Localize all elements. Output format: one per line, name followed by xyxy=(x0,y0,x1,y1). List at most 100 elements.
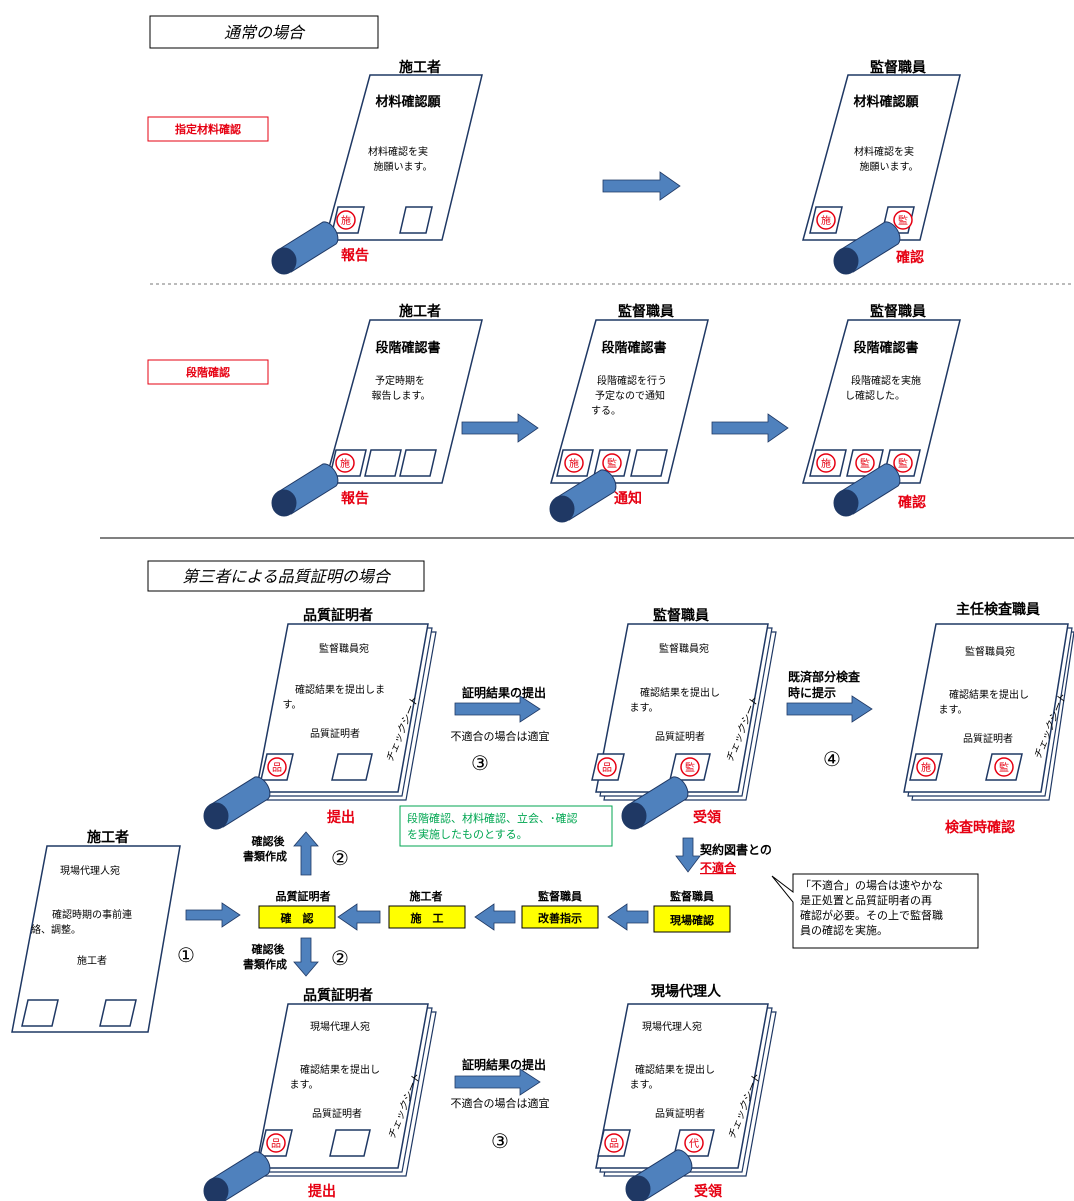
svg-text:契約図書との: 契約図書との xyxy=(699,842,772,857)
svg-text:施工者: 施工者 xyxy=(410,889,443,903)
svg-text:受領: 受領 xyxy=(694,1183,723,1200)
svg-text:監: 監 xyxy=(898,214,908,227)
green-note: 段階確認、材料確認、立会、･確認 を実施したものとする。 xyxy=(399,805,613,847)
svg-text:提出: 提出 xyxy=(308,1183,336,1200)
stamp-icon xyxy=(816,210,836,230)
arrow-submit-top: 証明結果の提出 不適合の場合は適宜 ③ xyxy=(451,685,550,775)
stamp-icon xyxy=(994,757,1014,777)
svg-text:材料確認願: 材料確認願 xyxy=(853,94,919,110)
svg-text:絡、調整。: 絡、調整。 xyxy=(31,923,81,936)
arrow-down-nonconform: 契約図書との 不適合 xyxy=(675,837,772,875)
svg-text:段階確認書: 段階確認書 xyxy=(375,340,440,356)
svg-text:材料確認を実: 材料確認を実 xyxy=(368,145,428,158)
stamp-icon xyxy=(602,453,622,473)
svg-text:する。: する。 xyxy=(591,405,621,417)
svg-text:監督職員宛: 監督職員宛 xyxy=(965,645,1015,658)
svg-text:③: ③ xyxy=(491,1129,509,1153)
svg-text:不適合の場合は適宜: 不適合の場合は適宜 xyxy=(451,1096,550,1110)
stamp-icon xyxy=(855,453,875,473)
svg-text:監督職員: 監督職員 xyxy=(653,607,709,624)
stage-doc-supervisor-confirm: 監督職員 段階確認書 段階確認を実施 し確認した。 施 監 監 確認 xyxy=(802,303,961,517)
stage-doc-contractor: 施工者 段階確認書 予定時期を 報告します。 施 報告 xyxy=(271,303,483,517)
svg-text:改善指示: 改善指示 xyxy=(538,911,582,925)
svg-text:報告: 報告 xyxy=(341,247,369,264)
svg-text:確認結果を提出し: 確認結果を提出し xyxy=(635,1063,715,1076)
arrow-right-icon xyxy=(461,413,539,443)
stamp-icon xyxy=(266,1133,286,1153)
arrow-right-icon xyxy=(602,171,681,201)
svg-text:ます。: ます。 xyxy=(290,1079,319,1091)
section-title-box xyxy=(147,560,425,592)
arrow-right-icon xyxy=(185,902,241,928)
svg-text:材料確認を実: 材料確認を実 xyxy=(854,145,914,158)
stamp-icon xyxy=(335,453,355,473)
svg-text:施: 施 xyxy=(821,457,831,470)
material-label: 指定材料確認 xyxy=(175,122,241,136)
svg-text:予定時期を: 予定時期を xyxy=(375,374,425,387)
svg-text:証明結果の提出: 証明結果の提出 xyxy=(462,1057,546,1072)
svg-text:確認: 確認 xyxy=(896,249,924,266)
svg-text:確認結果を提出し: 確認結果を提出し xyxy=(640,686,720,699)
doc-qc-top: 品質証明者 監督職員宛 確認結果を提出しま す。 品質証明者 チェックシート 品… xyxy=(203,607,437,830)
svg-text:証明結果の提出: 証明結果の提出 xyxy=(462,685,546,700)
arrow-submit-bottom: 証明結果の提出 不適合の場合は適宜 ③ xyxy=(451,1057,550,1153)
svg-text:す。: す。 xyxy=(283,699,302,711)
svg-text:確 認: 確 認 xyxy=(281,911,314,925)
svg-text:既済部分検査: 既済部分検査 xyxy=(788,669,861,684)
stage-doc-supervisor-notify: 監督職員 段階確認書 段階確認を行う 予定なので通知 する。 施 監 通知 xyxy=(549,303,709,523)
box-improve: 監督職員 改善指示 xyxy=(521,889,599,929)
svg-text:②: ② xyxy=(331,946,349,970)
arrow-up-create-docs: 確認後 書類作成 ② xyxy=(243,831,349,876)
step-1-number: ① xyxy=(177,943,195,967)
svg-text:品質証明者: 品質証明者 xyxy=(655,730,705,743)
svg-text:監: 監 xyxy=(860,457,870,470)
svg-text:ます。: ます。 xyxy=(630,702,659,714)
material-doc-supervisor: 監督職員 材料確認願 材料確認を実 施願います。 施 監 確認 xyxy=(802,59,961,275)
arrow-exam: 既済部分検査 時に提示 ④ xyxy=(786,669,873,771)
svg-text:監督職員宛: 監督職員宛 xyxy=(319,642,369,655)
arrow-left-icon xyxy=(607,903,649,931)
stamp-icon xyxy=(816,453,836,473)
svg-text:④: ④ xyxy=(823,747,841,771)
svg-text:施 工: 施 工 xyxy=(411,911,444,925)
svg-text:確認結果を提出し: 確認結果を提出し xyxy=(949,688,1029,701)
svg-text:不適合: 不適合 xyxy=(700,860,737,875)
svg-text:ます。: ます。 xyxy=(630,1079,659,1091)
svg-text:品質証明者: 品質証明者 xyxy=(655,1107,705,1120)
svg-text:品質証明者: 品質証明者 xyxy=(303,607,373,624)
svg-text:報告: 報告 xyxy=(341,490,369,507)
doc-qc-bottom: 品質証明者 現場代理人宛 確認結果を提出し ます。 品質証明者 チェックシート … xyxy=(203,987,437,1201)
svg-text:確認時期の事前連: 確認時期の事前連 xyxy=(52,908,132,921)
stamp-icon xyxy=(684,1133,704,1153)
svg-text:施工者: 施工者 xyxy=(87,829,129,846)
svg-text:監督職員: 監督職員 xyxy=(870,59,926,76)
svg-text:段階確認を実施: 段階確認を実施 xyxy=(851,374,921,387)
svg-text:不適合の場合は適宜: 不適合の場合は適宜 xyxy=(451,729,550,743)
svg-text:監督職員: 監督職員 xyxy=(618,303,674,320)
material-label-box xyxy=(147,116,269,142)
svg-text:品質証明者: 品質証明者 xyxy=(310,727,360,740)
svg-text:段階確認、材料確認、立会、･確認: 段階確認、材料確認、立会、･確認 xyxy=(407,811,578,825)
svg-text:受領: 受領 xyxy=(693,809,722,826)
svg-text:代: 代 xyxy=(689,1138,699,1150)
svg-text:「不適合」の場合は速やかな: 「不適合」の場合は速やかな xyxy=(800,878,943,892)
stamp-icon xyxy=(916,757,936,777)
box-construct: 施工者 施 工 xyxy=(388,889,466,929)
svg-text:員の確認を実施。: 員の確認を実施。 xyxy=(800,923,888,937)
stage-label: 段階確認 xyxy=(186,365,230,379)
svg-text:品: 品 xyxy=(272,762,282,774)
svg-text:施願います。: 施願います。 xyxy=(860,160,919,173)
section-title-box xyxy=(149,15,379,49)
doc-site-representative: 現場代理人 現場代理人宛 確認結果を提出し ます。 品質証明者 チェックシート … xyxy=(595,983,777,1201)
svg-text:現場代理人宛: 現場代理人宛 xyxy=(60,864,120,877)
svg-text:段階確認を行う: 段階確認を行う xyxy=(597,374,667,387)
svg-text:施: 施 xyxy=(921,761,931,774)
material-doc-contractor: 施工者 材料確認願 材料確認を実 施願います。 施 報告 xyxy=(271,59,483,275)
stamp-icon xyxy=(680,757,700,777)
section-title-third-party: 第三者による品質証明の場合 xyxy=(182,567,392,586)
svg-text:現場代理人: 現場代理人 xyxy=(651,983,722,1000)
stamp-icon xyxy=(267,757,287,777)
svg-text:報告します。: 報告します。 xyxy=(372,389,431,402)
stamp-icon xyxy=(893,453,913,473)
